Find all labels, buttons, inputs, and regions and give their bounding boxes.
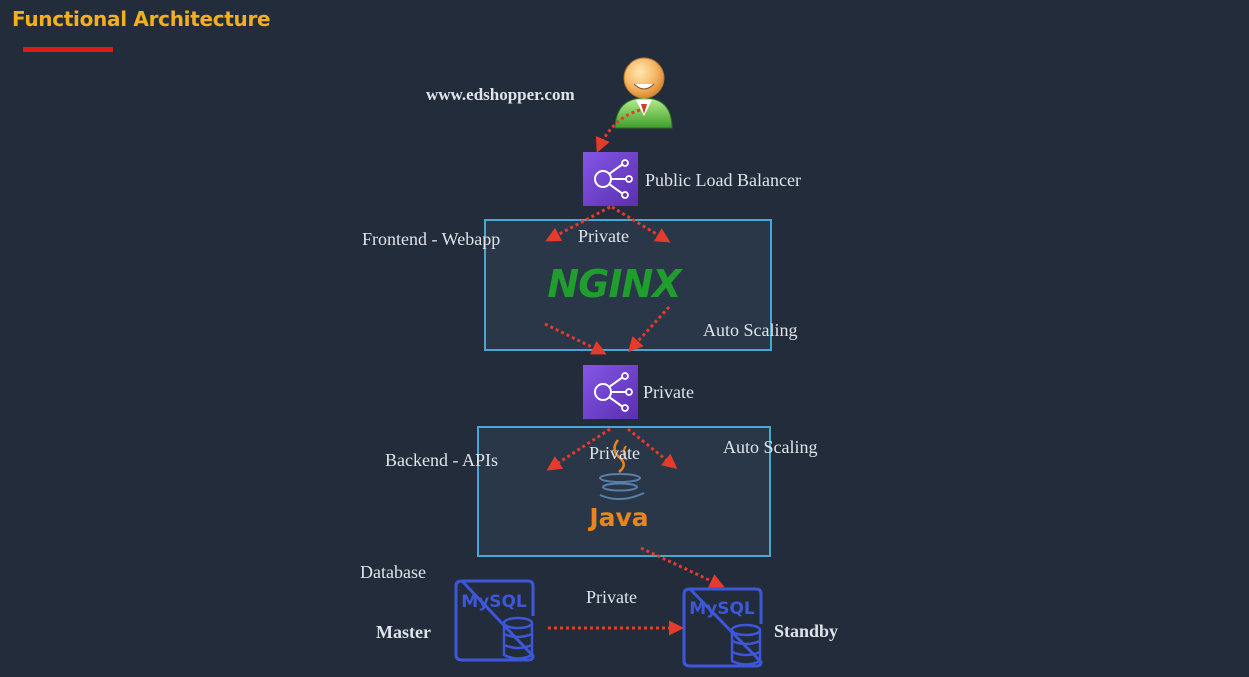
master-label: Master xyxy=(376,622,431,642)
nginx-logo: NGINX xyxy=(547,262,683,306)
frontend-label: Frontend - Webapp xyxy=(362,229,501,249)
arrow-lb-to-frontend-right xyxy=(611,205,671,243)
internal-lb-private-label: Private xyxy=(643,382,694,402)
user-icon xyxy=(614,57,673,129)
db-private-label: Private xyxy=(586,587,637,607)
slide-title: Functional Architecture xyxy=(12,7,271,31)
frontend-private-label: Private xyxy=(578,226,629,246)
arrow-user-to-lb xyxy=(595,108,641,153)
database-label: Database xyxy=(360,562,426,582)
java-logo-text: Java xyxy=(587,503,648,532)
arrow-backend-to-standby xyxy=(640,546,725,588)
frontend-autoscaling-group xyxy=(484,219,772,351)
backend-label: Backend - APIs xyxy=(385,450,498,470)
frontend-autoscaling-label: Auto Scaling xyxy=(703,320,798,340)
public-load-balancer-label: Public Load Balancer xyxy=(645,170,801,190)
arrow-ilb-to-backend-right xyxy=(627,427,678,469)
java-logo: Java xyxy=(587,439,649,532)
public-load-balancer-icon xyxy=(583,152,638,206)
arrow-frontend-left-to-ilb xyxy=(544,322,607,355)
arrow-frontend-right-to-ilb xyxy=(627,305,671,353)
mysql-standby-label: MySQL xyxy=(689,599,755,619)
standby-label: Standby xyxy=(774,621,839,641)
arrow-ilb-to-backend-left xyxy=(546,427,611,471)
internal-load-balancer-icon xyxy=(583,365,638,419)
website-url: www.edshopper.com xyxy=(426,85,575,104)
backend-autoscaling-label: Auto Scaling xyxy=(723,437,818,457)
mysql-master-label: MySQL xyxy=(461,592,527,612)
title-underline xyxy=(23,47,113,52)
backend-private-label: Private xyxy=(589,443,640,463)
mysql-master-icon: MySQL xyxy=(454,579,535,662)
mysql-standby-icon: MySQL xyxy=(682,587,763,668)
